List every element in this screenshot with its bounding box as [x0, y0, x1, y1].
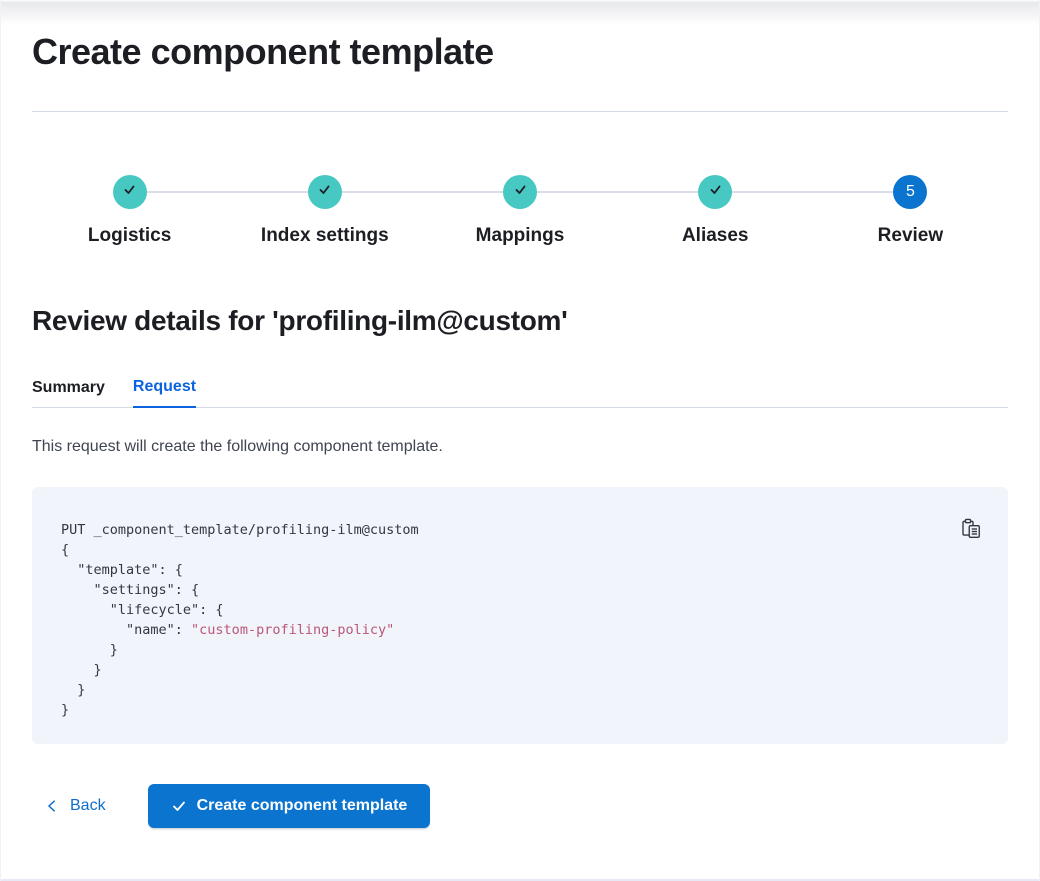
bottom-edge-divider: [1, 879, 1039, 881]
step-label: Logistics: [87, 225, 172, 246]
title-divider: [32, 111, 1008, 112]
check-icon: [121, 181, 138, 203]
check-icon: [316, 181, 333, 203]
footer-actions: Back Create component template: [32, 784, 1008, 828]
step-complete-circle[interactable]: [698, 175, 733, 209]
check-icon: [512, 181, 529, 203]
tab-summary[interactable]: Summary: [32, 378, 105, 407]
review-tabs: Summary Request: [32, 378, 1008, 408]
page-title: Create component template: [32, 31, 494, 72]
request-code-block: PUT _component_template/profiling-ilm@cu…: [32, 487, 1008, 744]
step-label: Review: [877, 225, 944, 246]
step-label: Mappings: [475, 225, 565, 246]
step-mappings[interactable]: Mappings: [422, 175, 617, 247]
submit-label: Create component template: [196, 797, 408, 814]
step-index-settings[interactable]: Index settings: [227, 175, 422, 247]
step-aliases[interactable]: Aliases: [618, 175, 813, 247]
check-icon: [707, 181, 724, 203]
step-complete-circle[interactable]: [112, 175, 147, 209]
review-heading: Review details for 'profiling-ilm@custom…: [32, 305, 568, 336]
step-logistics[interactable]: Logistics: [32, 175, 227, 247]
create-component-template-button[interactable]: Create component template: [147, 784, 431, 828]
step-complete-circle[interactable]: [307, 175, 342, 209]
chevron-left-icon: [45, 799, 59, 813]
back-label: Back: [70, 797, 106, 814]
step-complete-circle[interactable]: [503, 175, 537, 209]
request-description: This request will create the following c…: [32, 438, 443, 455]
tab-request[interactable]: Request: [132, 378, 197, 408]
check-icon: [171, 798, 187, 814]
wizard-stepper: Logistics Index settings Mappings: [32, 175, 1008, 247]
copy-clipboard-icon[interactable]: [959, 516, 983, 540]
step-label: Aliases: [681, 225, 749, 246]
step-number: 5: [905, 183, 915, 200]
step-review: 5 Review: [813, 175, 1008, 247]
code-content: PUT _component_template/profiling-ilm@cu…: [61, 522, 419, 718]
step-label: Index settings: [260, 225, 389, 246]
step-current-circle: 5: [893, 175, 928, 209]
back-button[interactable]: Back: [45, 797, 106, 815]
